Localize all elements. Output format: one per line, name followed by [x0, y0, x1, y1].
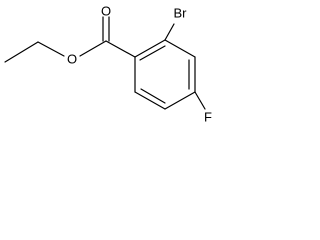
ring-inner-bond-1	[139, 45, 166, 61]
bond-ring-bromine	[164, 23, 175, 41]
ring-bond-c4-c5	[164, 91, 196, 110]
molecule-drawing: O O Br F	[4, 3, 212, 124]
ring-bond-c5-c6	[134, 91, 166, 110]
carbonyl-oxygen-label: O	[101, 3, 111, 18]
bond-methylene-oxygen	[37, 41, 65, 57]
bond-lines	[4, 16, 206, 110]
bond-carbonyl-ring	[105, 40, 136, 58]
ring-bond-c2-c3	[164, 39, 196, 58]
bond-oxygen-carbonyl	[79, 40, 107, 57]
ester-oxygen-label: O	[67, 51, 77, 66]
bond-ring-fluorine	[194, 91, 206, 110]
bond-methyl-methylene	[4, 41, 39, 63]
ring-bond-c1-c2	[134, 39, 166, 58]
ring-inner-bond-3	[140, 88, 166, 104]
bromine-label: Br	[174, 5, 188, 20]
fluorine-label: F	[204, 109, 212, 124]
structure-diagram: O O Br F	[0, 0, 252, 136]
